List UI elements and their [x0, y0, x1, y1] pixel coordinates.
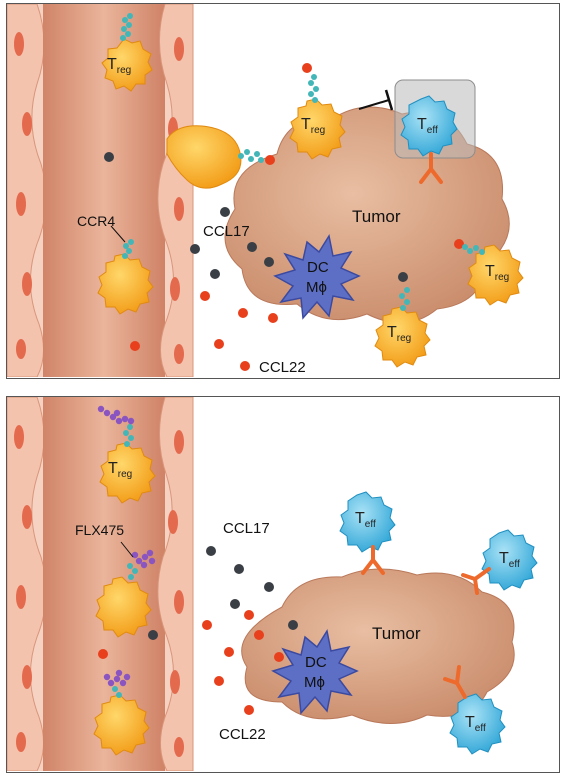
ccl17-chemokines — [104, 152, 408, 282]
inhibition-arrow — [358, 89, 394, 111]
svg-text:Teff: Teff — [465, 714, 486, 734]
left-endothelium — [7, 397, 47, 771]
macrophage-label: Mϕ — [306, 279, 327, 296]
svg-text:Treg: Treg — [485, 263, 509, 283]
treg-cell: Treg — [101, 13, 153, 92]
treg-cell: Treg — [374, 287, 431, 368]
ccl22-chemokines — [98, 610, 284, 715]
ccr4-receptor — [399, 287, 410, 311]
teff-cell: Teff — [339, 491, 396, 575]
bottom-panel: Tumor Treg — [6, 396, 560, 773]
ccr4-receptor — [462, 244, 485, 255]
treg-cell: CCR4 — [77, 213, 154, 315]
flx475-molecule — [97, 405, 135, 425]
treg-cell: Treg — [462, 244, 524, 306]
ccr4-receptor — [308, 74, 319, 103]
dc-label: DC — [305, 654, 327, 671]
dendritic-cell: DC Mϕ — [271, 629, 359, 715]
antibody — [361, 545, 385, 575]
antibody — [461, 567, 491, 595]
svg-text:Treg: Treg — [107, 56, 131, 76]
teff-cell: Teff — [394, 79, 476, 184]
dc-label: DC — [307, 259, 329, 276]
ccl22-label: CCL22 — [219, 726, 266, 743]
ccl17-label: CCL17 — [223, 520, 270, 537]
flx475-molecule — [131, 549, 156, 569]
right-endothelium — [157, 4, 194, 377]
ccr4-receptor — [122, 239, 134, 259]
antibody — [419, 152, 443, 184]
ccr4-receptor — [112, 686, 122, 698]
svg-text:Treg: Treg — [387, 324, 411, 344]
svg-text:Treg: Treg — [108, 460, 132, 480]
dendritic-cell: DC Mϕ — [273, 234, 361, 320]
ccr4-receptor — [238, 149, 264, 163]
bottom-diagram: Tumor Treg — [7, 397, 538, 771]
treg-cell-blocked — [93, 669, 150, 756]
treg-cell-blocked: FLX475 — [75, 522, 156, 638]
svg-text:Teff: Teff — [355, 510, 376, 530]
treg-cell: Treg — [289, 74, 346, 160]
right-endothelium — [157, 397, 194, 771]
ccr4-receptor — [123, 424, 134, 447]
top-diagram: Tumor Treg — [7, 4, 524, 377]
antibody — [443, 665, 467, 699]
treg-cell-blocked: Treg — [97, 405, 156, 504]
ccl22-label: CCL22 — [259, 359, 306, 376]
tumor-label: Tumor — [372, 624, 421, 643]
ccr4-label: CCR4 — [77, 213, 115, 229]
tumor-label: Tumor — [352, 207, 401, 226]
ccl17-label: CCL17 — [203, 223, 250, 240]
top-panel: Tumor Treg — [6, 3, 560, 379]
flx475-molecule — [103, 669, 131, 687]
treg-cell-migrating — [166, 125, 264, 189]
teff-cell: Teff — [443, 665, 506, 755]
teff-cell: Teff — [461, 529, 538, 595]
ccr4-receptor — [120, 13, 133, 41]
svg-text:Teff: Teff — [499, 550, 520, 570]
ccl22-chemokines — [130, 63, 464, 371]
svg-text:Treg: Treg — [301, 116, 325, 136]
flx475-label: FLX475 — [75, 522, 124, 538]
svg-text:Teff: Teff — [417, 116, 438, 136]
blood-vessel — [7, 4, 194, 377]
macrophage-label: Mϕ — [304, 674, 325, 691]
ccr4-receptor — [127, 563, 138, 580]
ccl17-chemokines — [148, 546, 298, 640]
